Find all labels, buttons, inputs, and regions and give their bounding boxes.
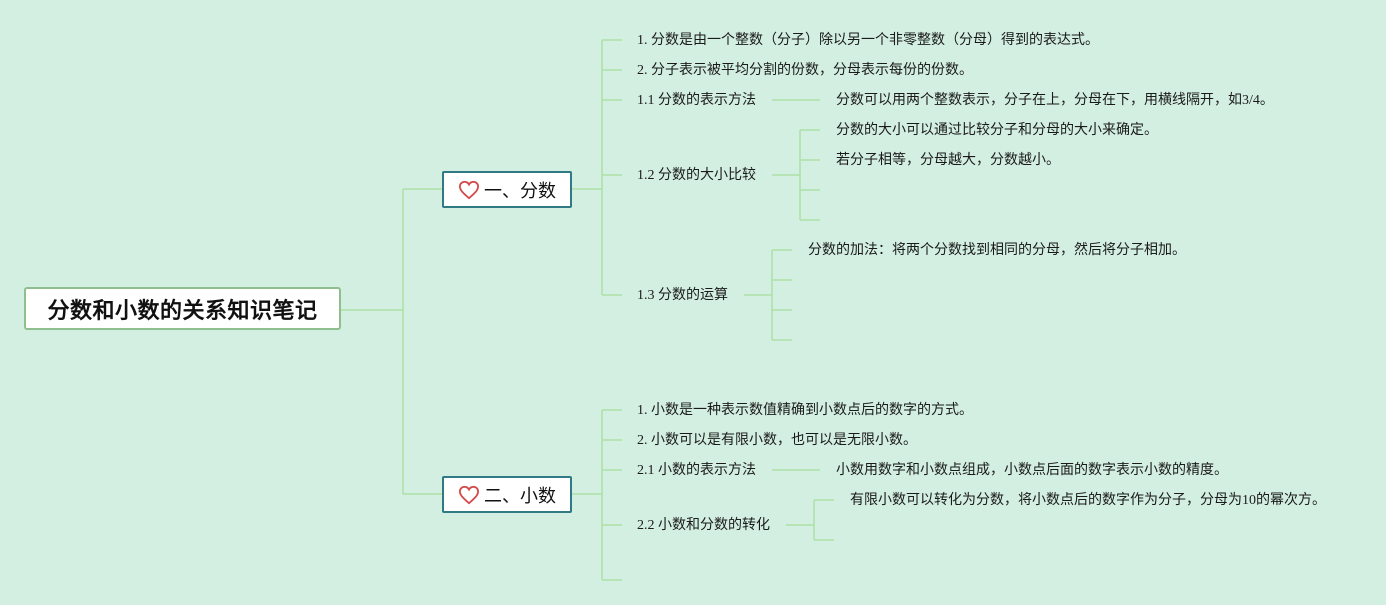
branch-title: 二、小数 bbox=[484, 485, 556, 507]
branch-title: 一、分数 bbox=[484, 180, 556, 202]
branch-node-fractions[interactable]: 一、分数 bbox=[442, 171, 572, 208]
topic-item[interactable]: 1.2 分数的大小比较 bbox=[637, 168, 756, 183]
heart-icon bbox=[458, 485, 480, 504]
heart-icon bbox=[458, 180, 480, 199]
topic-item[interactable]: 1. 小数是一种表示数值精确到小数点后的数字的方式。 bbox=[637, 403, 973, 418]
topic-item[interactable]: 2.2 小数和分数的转化 bbox=[637, 518, 770, 533]
root-node[interactable]: 分数和小数的关系知识笔记 bbox=[24, 287, 341, 330]
detail-item[interactable]: 分数的加法：将两个分数找到相同的分母，然后将分子相加。 bbox=[808, 243, 1186, 258]
branch-node-decimals[interactable]: 二、小数 bbox=[442, 476, 572, 513]
root-title: 分数和小数的关系知识笔记 bbox=[47, 298, 318, 324]
detail-item[interactable]: 有限小数可以转化为分数，将小数点后的数字作为分子，分母为10的幂次方。 bbox=[850, 493, 1326, 508]
detail-item[interactable]: 分数的大小可以通过比较分子和分母的大小来确定。 bbox=[836, 123, 1158, 138]
detail-item[interactable]: 若分子相等，分母越大，分数越小。 bbox=[836, 153, 1060, 168]
detail-item[interactable]: 小数用数字和小数点组成，小数点后面的数字表示小数的精度。 bbox=[836, 463, 1228, 478]
topic-item[interactable]: 1.3 分数的运算 bbox=[637, 288, 728, 303]
detail-item[interactable]: 分数可以用两个整数表示，分子在上，分母在下，用横线隔开，如3/4。 bbox=[836, 93, 1274, 108]
topic-item[interactable]: 1. 分数是由一个整数（分子）除以另一个非零整数（分母）得到的表达式。 bbox=[637, 33, 1099, 48]
topic-item[interactable]: 2. 分子表示被平均分割的份数，分母表示每份的份数。 bbox=[637, 63, 973, 78]
topic-item[interactable]: 2. 小数可以是有限小数，也可以是无限小数。 bbox=[637, 433, 917, 448]
topic-item[interactable]: 2.1 小数的表示方法 bbox=[637, 463, 756, 478]
topic-item[interactable]: 1.1 分数的表示方法 bbox=[637, 93, 756, 108]
